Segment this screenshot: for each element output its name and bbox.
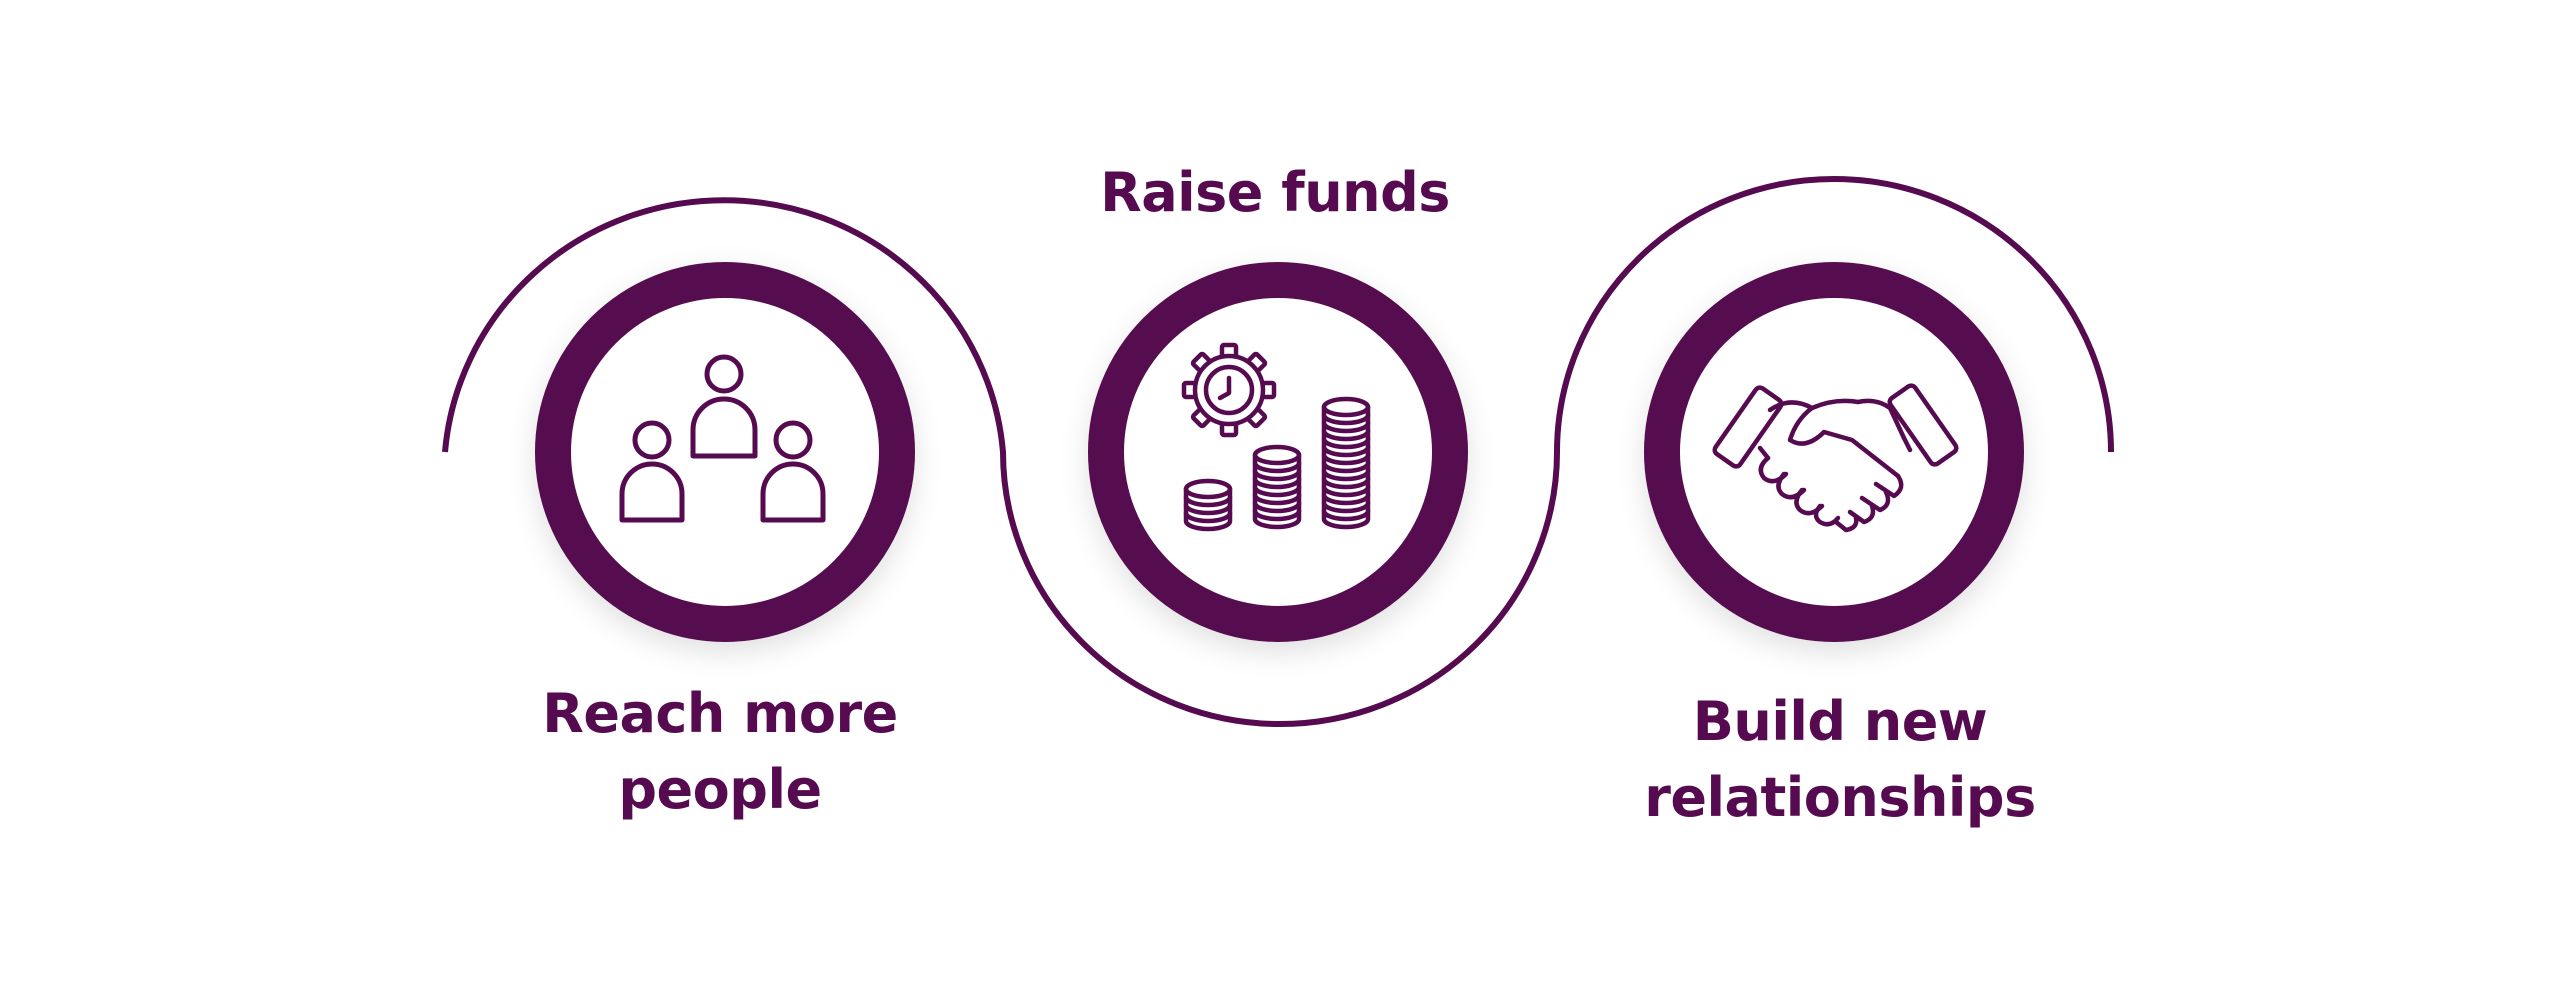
label-line: relationships	[1644, 766, 2036, 829]
label-raise-funds: Raise funds	[1025, 155, 1525, 231]
handshake-icon	[1712, 383, 1959, 533]
label-build-new-relationships: Build new relationships	[1590, 684, 2090, 836]
circle-raise-funds	[1088, 262, 1468, 642]
circle-build-new-relationships	[1644, 262, 2024, 642]
label-reach-more-people: Reach more people	[470, 676, 970, 828]
label-line: people	[618, 758, 822, 821]
people-icon	[619, 354, 826, 523]
label-line: Raise funds	[1100, 161, 1450, 224]
coin-stack-tall	[1321, 396, 1371, 530]
coin-stack-short	[1183, 478, 1233, 532]
gear-clock-icon	[1181, 342, 1277, 438]
circle-reach-more-people	[535, 262, 915, 642]
coin-stack-medium	[1252, 444, 1302, 530]
coins-growth-icon	[1181, 342, 1371, 532]
label-line: Reach more	[542, 682, 898, 745]
label-line: Build new	[1692, 690, 1988, 753]
connector-wave	[442, 176, 2114, 727]
